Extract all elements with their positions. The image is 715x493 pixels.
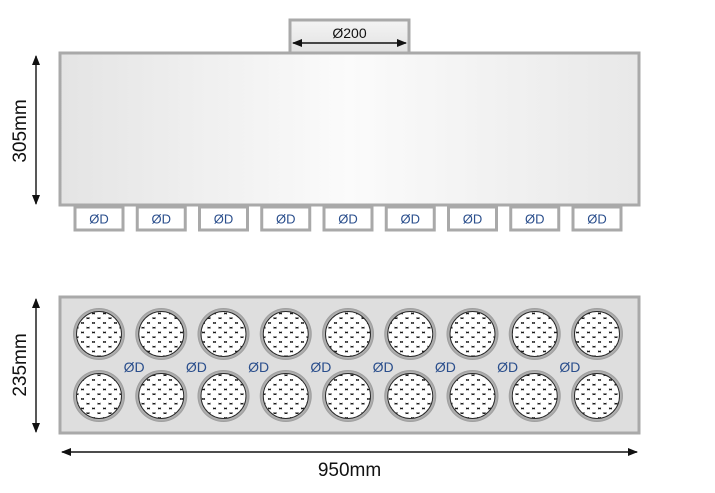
outlet-collar: ØD bbox=[73, 205, 125, 232]
round-diffuser bbox=[446, 308, 499, 360]
outlet-collar: ØD bbox=[571, 205, 623, 232]
round-diffuser bbox=[384, 308, 437, 360]
diffuser-diameter-label: ØD bbox=[124, 359, 145, 375]
round-diffuser bbox=[259, 370, 312, 422]
round-diffuser bbox=[197, 370, 250, 422]
outlet-collar: ØD bbox=[384, 205, 436, 232]
round-diffuser bbox=[73, 370, 125, 422]
outlet-collar: ØD bbox=[322, 205, 374, 232]
front-view: ØD ØD ØD ØD ØD ØD ØD ØD 235mm 950mm bbox=[10, 295, 641, 481]
round-diffuser bbox=[73, 308, 125, 360]
outlet-collar: ØD bbox=[260, 205, 312, 232]
round-diffuser bbox=[322, 370, 374, 422]
diffuser-diameter-label: ØD bbox=[310, 359, 331, 375]
outlet-collar: ØD bbox=[509, 205, 561, 232]
diffuser-grid bbox=[73, 308, 623, 422]
round-diffuser bbox=[571, 308, 623, 360]
between-label-row: ØD ØD ØD ØD ØD ØD ØD ØD bbox=[124, 359, 581, 375]
top-height-label: 305mm bbox=[10, 99, 31, 162]
diffuser-diameter-label: ØD bbox=[559, 359, 580, 375]
diffuser-diameter-label: ØD bbox=[435, 359, 456, 375]
round-diffuser bbox=[508, 308, 561, 360]
outlet-diameter-label: ØD bbox=[152, 212, 172, 227]
outlet-diameter-label: ØD bbox=[89, 212, 109, 227]
front-height-label: 235mm bbox=[10, 333, 31, 396]
diffuser-diameter-label: ØD bbox=[373, 359, 394, 375]
round-diffuser bbox=[259, 308, 312, 360]
plenum-box bbox=[58, 51, 641, 207]
outlet-diameter-label: ØD bbox=[214, 212, 234, 227]
width-label: 950mm bbox=[318, 460, 381, 481]
round-diffuser bbox=[384, 370, 437, 422]
diffuser-diameter-label: ØD bbox=[248, 359, 269, 375]
round-diffuser bbox=[135, 370, 188, 422]
round-diffuser bbox=[135, 308, 188, 360]
outlet-diameter-label: ØD bbox=[463, 212, 483, 227]
outlet-collar-row: ØD ØD ØD ØD ØD ØD ØD ØD ØD bbox=[73, 205, 623, 232]
outlet-diameter-label: ØD bbox=[276, 212, 296, 227]
outlet-diameter-label: ØD bbox=[525, 212, 545, 227]
diffuser-diameter-label: ØD bbox=[186, 359, 207, 375]
round-diffuser bbox=[446, 370, 499, 422]
outlet-diameter-label: ØD bbox=[338, 212, 358, 227]
round-diffuser bbox=[197, 308, 250, 360]
outlet-collar: ØD bbox=[447, 205, 498, 232]
round-diffuser bbox=[508, 370, 561, 422]
round-diffuser bbox=[322, 308, 374, 360]
collar-diameter-label: Ø200 bbox=[332, 25, 366, 41]
top-view: Ø200 ØD ØD ØD ØD ØD ØD ØD ØD ØD 305mm bbox=[10, 18, 641, 232]
outlet-collar: ØD bbox=[198, 205, 249, 232]
diffuser-diameter-label: ØD bbox=[497, 359, 518, 375]
outlet-collar: ØD bbox=[135, 205, 187, 232]
round-diffuser bbox=[571, 370, 623, 422]
outlet-diameter-label: ØD bbox=[401, 212, 421, 227]
outlet-diameter-label: ØD bbox=[587, 212, 607, 227]
